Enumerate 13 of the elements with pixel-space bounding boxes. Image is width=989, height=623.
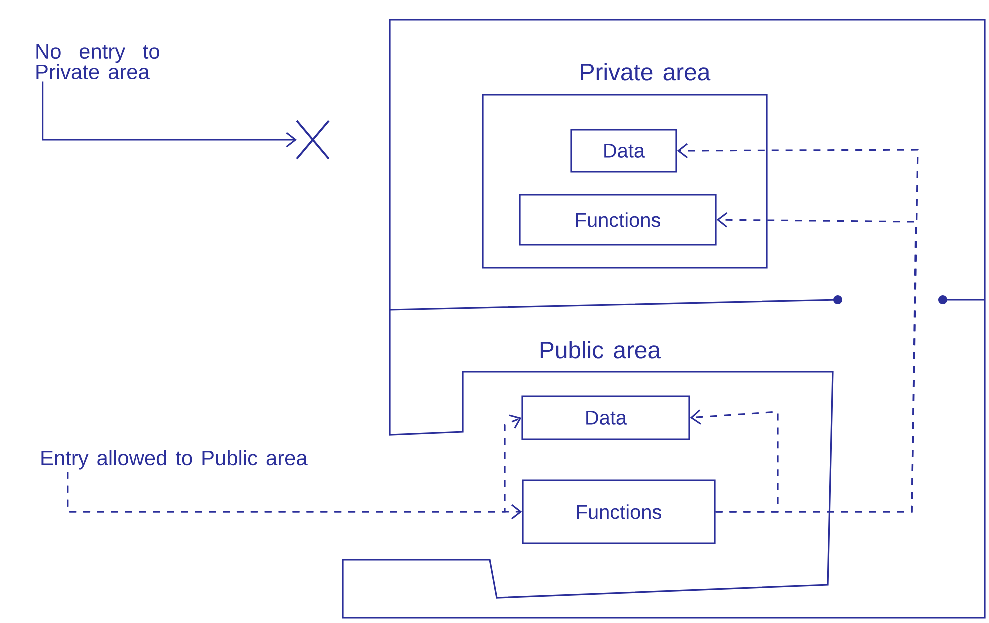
note-text: No entry to Private area (36, 44, 160, 80)
cross-mark (296, 120, 330, 160)
arrow (67, 414, 522, 513)
data-box: Data (570, 129, 678, 173)
function-box: Functions (519, 194, 717, 246)
note-text: Entry allowed to Public area (42, 450, 308, 470)
arrow (716, 212, 917, 513)
node-label: Private area (581, 63, 711, 81)
arrow (690, 410, 779, 513)
function-box: Functions (522, 480, 716, 544)
data-box: Data (522, 396, 690, 440)
inner-box (482, 94, 768, 269)
arrow (42, 82, 297, 148)
